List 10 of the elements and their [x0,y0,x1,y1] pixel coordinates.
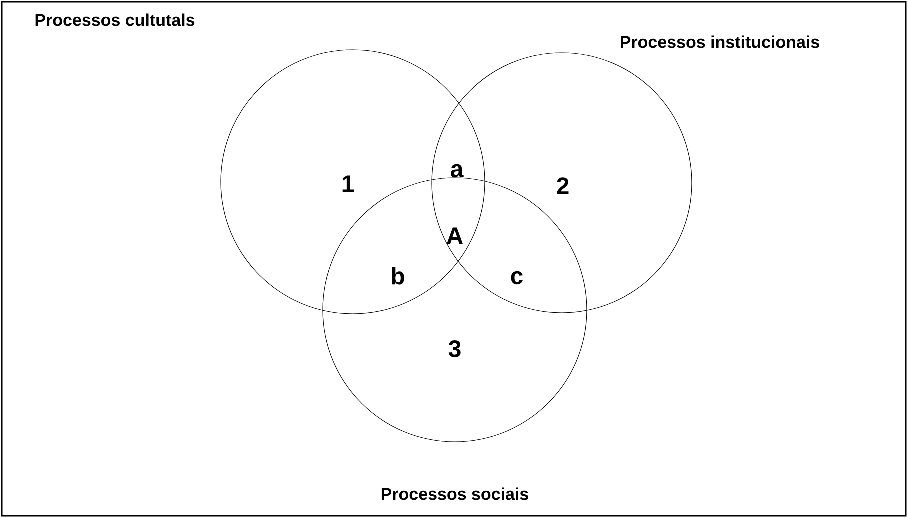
circle-heading: Processos cultutals [36,14,195,26]
region-label: c [511,271,523,285]
region-number: 2 [557,178,569,194]
region-label: A [446,228,464,244]
circle-heading: Processos institucionais [621,36,820,48]
region-label: b [392,267,404,285]
region-number: 3 [448,340,461,358]
region-number: 1 [342,176,354,192]
region-label: a [451,164,464,178]
circle-heading: Processos sociais [382,488,528,500]
